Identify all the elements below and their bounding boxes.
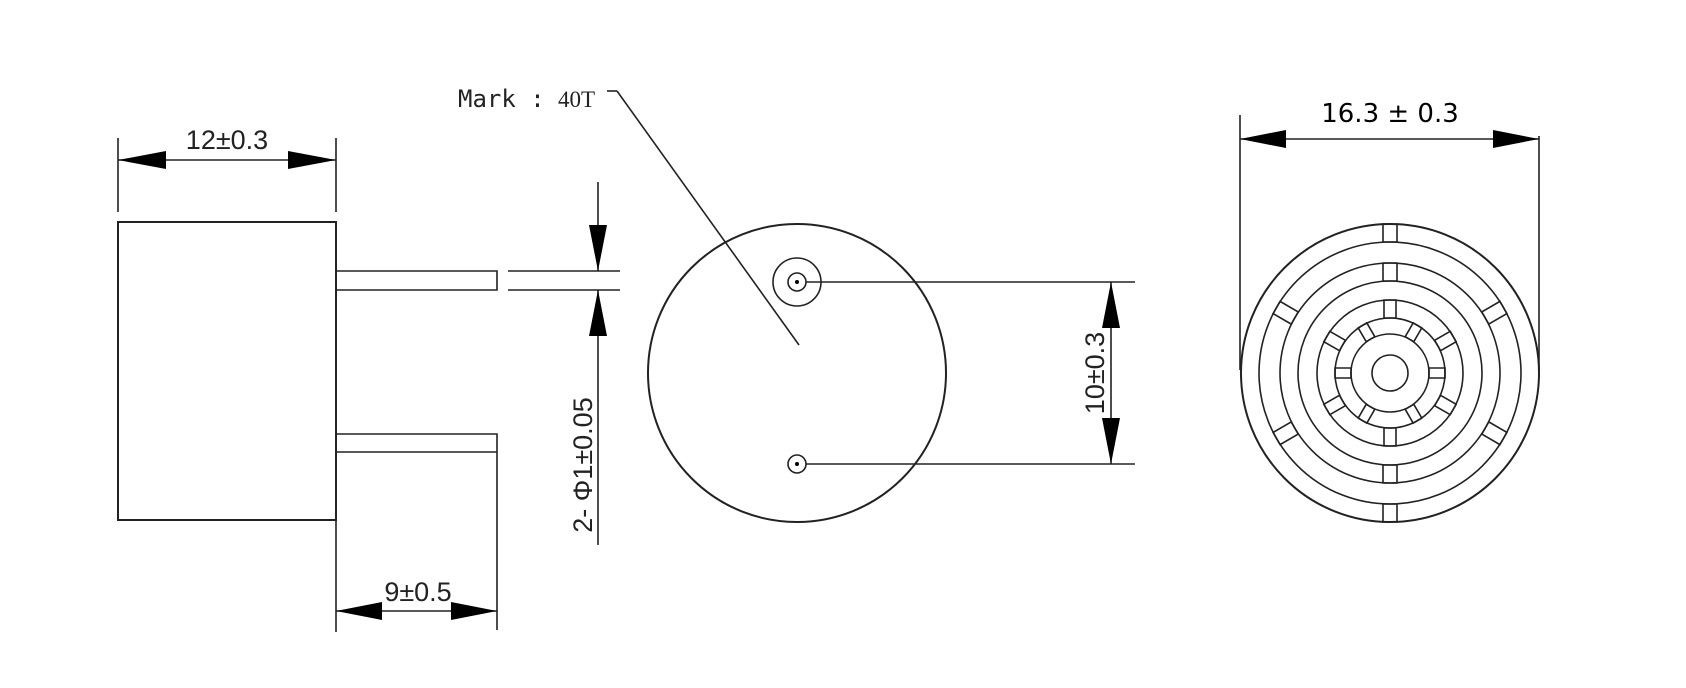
front-view: 16.3 ± 0.3	[1239, 99, 1540, 523]
center-rib-3	[1357, 403, 1376, 425]
pin-diameter-label: 2- Φ1±0.05	[568, 397, 598, 532]
pin-diameter-arrow-bottom	[589, 290, 607, 336]
center-rib-1	[1428, 367, 1446, 379]
core-rib-3	[1383, 427, 1397, 447]
pitch-dimension-label: 10±0.3	[1080, 332, 1110, 414]
middle-rib-2	[1272, 420, 1300, 446]
diameter-arrow-left	[1240, 130, 1286, 148]
center-rib-0	[1404, 321, 1423, 343]
negative-pin-center	[795, 462, 799, 466]
lead-arrow-left	[336, 602, 382, 620]
diameter-arrow-right	[1493, 130, 1539, 148]
pitch-arrow-top	[1102, 282, 1120, 328]
bottom-view-body	[647, 223, 947, 523]
middle-rib-3	[1272, 300, 1300, 326]
center-rib-5	[1357, 321, 1376, 343]
core-rib-4	[1322, 394, 1347, 416]
pin-diameter-arrow-top	[589, 225, 607, 271]
front-ring-5	[1316, 299, 1464, 447]
mark-value: 40T	[558, 87, 595, 112]
front-ring-3	[1279, 262, 1501, 484]
grille-ribs	[1272, 223, 1508, 523]
upper-lead	[336, 270, 498, 291]
side-view: 12±0.3 9±0.5	[117, 125, 620, 632]
pin-diameter-dimension: 2- Φ1±0.05	[568, 182, 607, 545]
center-rib-2	[1404, 403, 1423, 425]
center-rib-4	[1334, 367, 1352, 379]
lower-lead	[336, 433, 498, 630]
side-view-body	[117, 221, 337, 521]
inner-rib-1	[1382, 464, 1398, 484]
mark-leader-line	[616, 90, 800, 346]
width-arrow-left	[118, 151, 166, 169]
front-outer-ring	[1240, 223, 1540, 523]
middle-rib-0	[1480, 300, 1508, 326]
front-center-hole	[1371, 354, 1409, 392]
width-dimension-label: 12±0.3	[186, 125, 268, 155]
mark-label: Mark :	[458, 85, 545, 113]
outer-rib-0	[1382, 223, 1398, 243]
width-arrow-right	[288, 151, 336, 169]
front-ring-7	[1350, 333, 1430, 413]
outer-rib-1	[1382, 503, 1398, 523]
bottom-view: Mark : 40T 10±0.3	[458, 85, 1135, 523]
positive-pin-center	[795, 280, 799, 284]
diameter-dimension-label: 16.3 ± 0.3	[1321, 99, 1459, 129]
inner-rib-0	[1382, 262, 1398, 282]
core-rib-2	[1433, 394, 1458, 416]
lead-dimension-label: 9±0.5	[384, 577, 451, 607]
core-rib-1	[1433, 330, 1458, 352]
pitch-arrow-bottom	[1102, 418, 1120, 464]
lead-arrow-right	[451, 602, 497, 620]
core-rib-0	[1383, 299, 1397, 319]
core-rib-5	[1322, 330, 1347, 352]
middle-rib-1	[1480, 420, 1508, 446]
front-ring-4	[1297, 280, 1483, 466]
